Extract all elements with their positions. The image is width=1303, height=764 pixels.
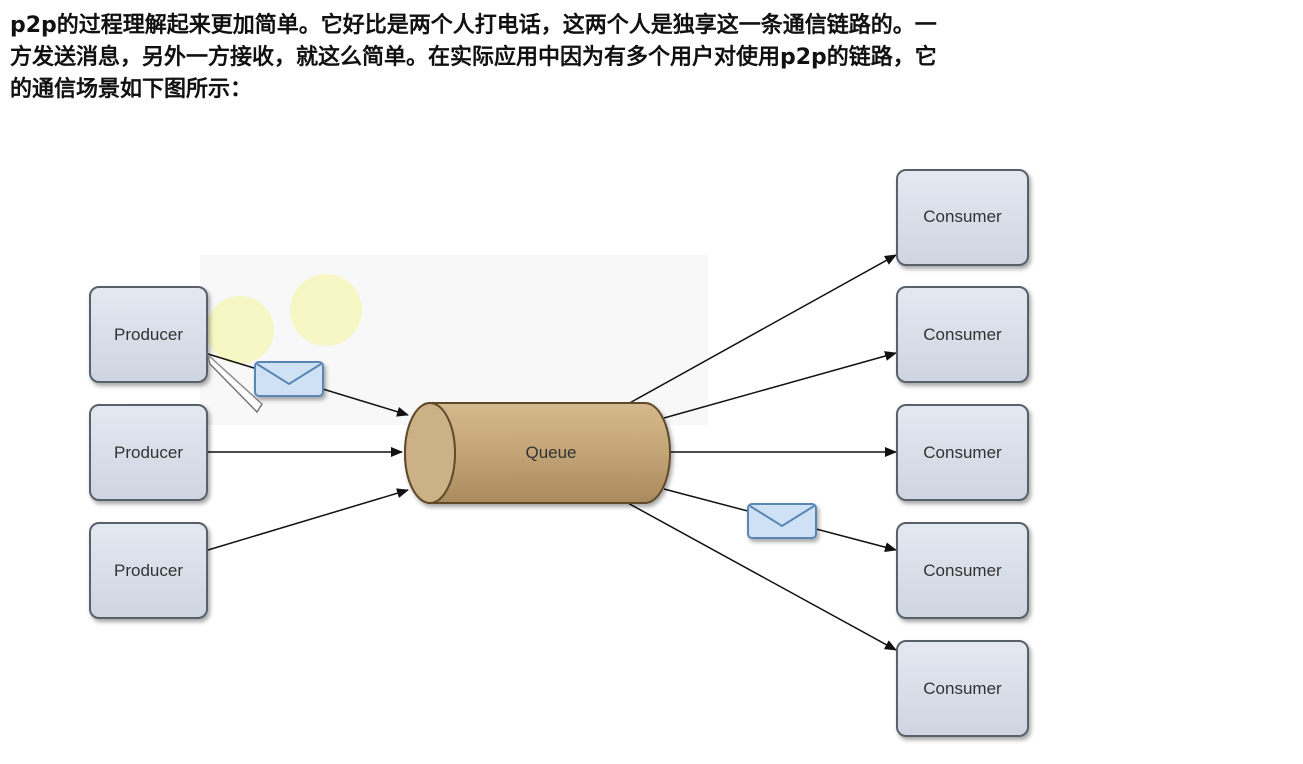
producer-box: Producer (89, 522, 208, 619)
consumer-box: Consumer (896, 404, 1029, 501)
consumer-label: Consumer (923, 561, 1002, 580)
intro-line: 的通信场景如下图所示： (10, 77, 253, 102)
consumer-box: Consumer (896, 640, 1029, 737)
highlight-dot (206, 296, 274, 364)
producer-label: Producer (114, 443, 183, 462)
producer-label: Producer (114, 325, 183, 344)
consumer-label: Consumer (923, 207, 1002, 226)
consumer-box: Consumer (896, 522, 1029, 619)
p2p-queue-diagram: Producer Producer Producer Queue Consume… (89, 169, 1029, 737)
producer-box: Producer (89, 404, 208, 501)
consumer-label: Consumer (923, 325, 1002, 344)
envelope-icon (747, 503, 817, 539)
watermark-background (200, 255, 708, 425)
producer-label: Producer (114, 561, 183, 580)
consumer-box: Consumer (896, 169, 1029, 266)
intro-line: 方发送消息，另外一方接收，就这么简单。在实际应用中因为有多个用户对使用p2p的链… (10, 45, 937, 70)
intro-text: p2p的过程理解起来更加简单。它好比是两个人打电话，这两个人是独享这一条通信链路… (10, 10, 1295, 106)
consumer-label: Consumer (923, 679, 1002, 698)
intro-line: p2p的过程理解起来更加简单。它好比是两个人打电话，这两个人是独享这一条通信链路… (10, 13, 937, 38)
envelope-icon (254, 361, 324, 397)
consumer-box: Consumer (896, 286, 1029, 383)
consumer-label: Consumer (923, 443, 1002, 462)
queue-label: Queue (525, 443, 576, 462)
queue-cylinder: Queue (404, 402, 671, 504)
highlight-dot (290, 274, 362, 346)
pen-pointer-icon (206, 352, 263, 414)
producer-box: Producer (89, 286, 208, 383)
